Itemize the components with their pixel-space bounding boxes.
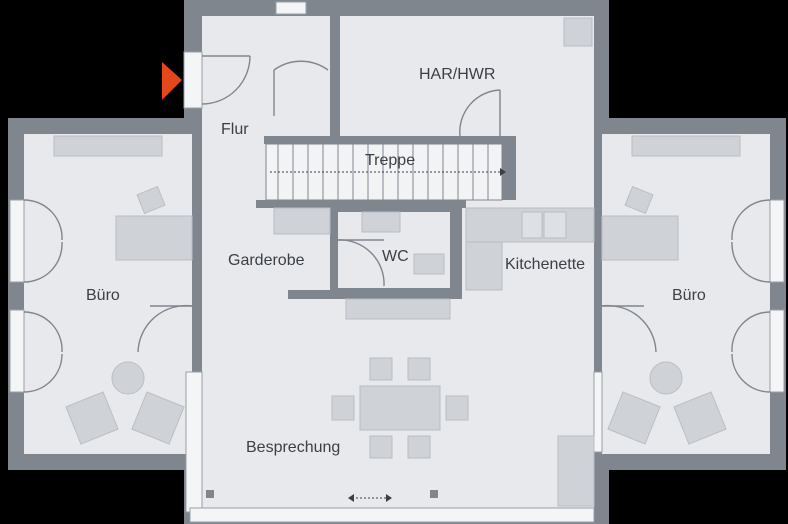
windows	[9, 1, 785, 523]
room-label-besprechung: Besprechung	[246, 439, 340, 456]
furniture	[53, 17, 741, 507]
sliding-door-arrow-icon	[348, 494, 392, 502]
room-labels: Flur HAR/HWR Treppe Garderobe WC Kitchen…	[86, 66, 706, 456]
room-label-kitchenette: Kitchenette	[505, 256, 585, 273]
room-label-garderobe: Garderobe	[228, 252, 305, 269]
room-label-buero-right: Büro	[672, 287, 706, 304]
room-label-wc: WC	[382, 248, 409, 265]
room-label-flur: Flur	[221, 121, 249, 138]
entrance-arrow-icon	[162, 62, 182, 100]
interior-walls	[8, 16, 786, 310]
room-label-buero-left: Büro	[86, 287, 120, 304]
room-label-treppe: Treppe	[365, 152, 415, 169]
doors	[23, 55, 771, 393]
room-label-har-hwr: HAR/HWR	[419, 66, 495, 83]
staircase	[265, 143, 506, 201]
